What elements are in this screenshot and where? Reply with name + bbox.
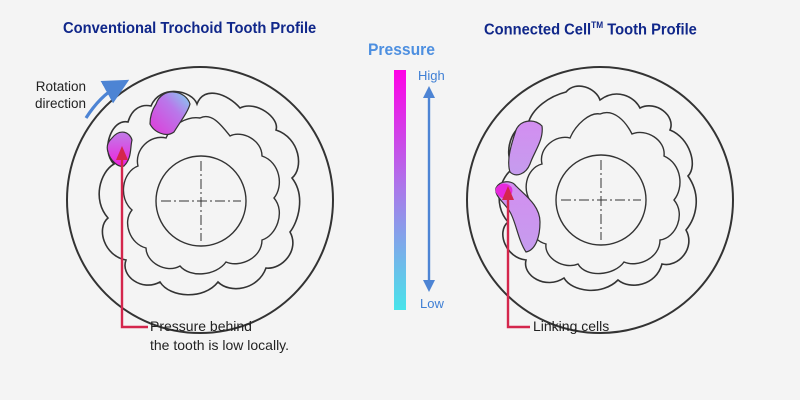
- pressure-color-bar: [394, 70, 406, 310]
- left-inner-rotor: [122, 115, 281, 275]
- left-outer-housing: [66, 66, 334, 334]
- left-outer-rotor: [98, 90, 301, 296]
- left-panel-title: Conventional Trochoid Tooth Profile: [63, 20, 317, 37]
- right-cell-upper: [508, 120, 543, 176]
- right-panel-title: Connected CellTM Tooth Profile: [484, 20, 697, 39]
- right-outer-rotor: [498, 85, 697, 292]
- right-callout-text: Linking cells: [533, 318, 610, 334]
- right-callout-line: [506, 196, 530, 329]
- trademark-mark: TM: [591, 20, 604, 30]
- left-callout-line2: the tooth is low locally.: [150, 337, 290, 353]
- left-callout-line1: Pressure behind: [150, 318, 252, 334]
- right-pump: [466, 66, 734, 334]
- left-callout-arrowhead: [116, 146, 128, 160]
- pressure-low-label: Low: [420, 296, 444, 311]
- right-callout-arrowhead: [502, 186, 514, 200]
- right-hub: [555, 154, 647, 246]
- left-pump: [66, 66, 334, 334]
- rotation-label-line2: direction: [34, 96, 86, 111]
- right-title-main: Connected Cell: [484, 21, 592, 39]
- left-callout-text: Pressure behind the tooth is low locally…: [150, 317, 289, 355]
- right-inner-rotor: [525, 111, 681, 275]
- right-title-tail: Tooth Profile: [603, 21, 697, 39]
- left-callout-line: [120, 150, 148, 329]
- left-hub: [155, 155, 247, 247]
- left-cell-top: [149, 91, 191, 136]
- rotation-label-line1: Rotation: [35, 79, 86, 94]
- pressure-title: Pressure: [368, 40, 435, 59]
- pressure-high-label: High: [418, 68, 445, 83]
- rotation-arrow: [84, 79, 130, 119]
- pressure-scale: [394, 70, 435, 310]
- rotation-direction-label: Rotation direction: [28, 78, 86, 112]
- right-outer-housing: [466, 66, 734, 334]
